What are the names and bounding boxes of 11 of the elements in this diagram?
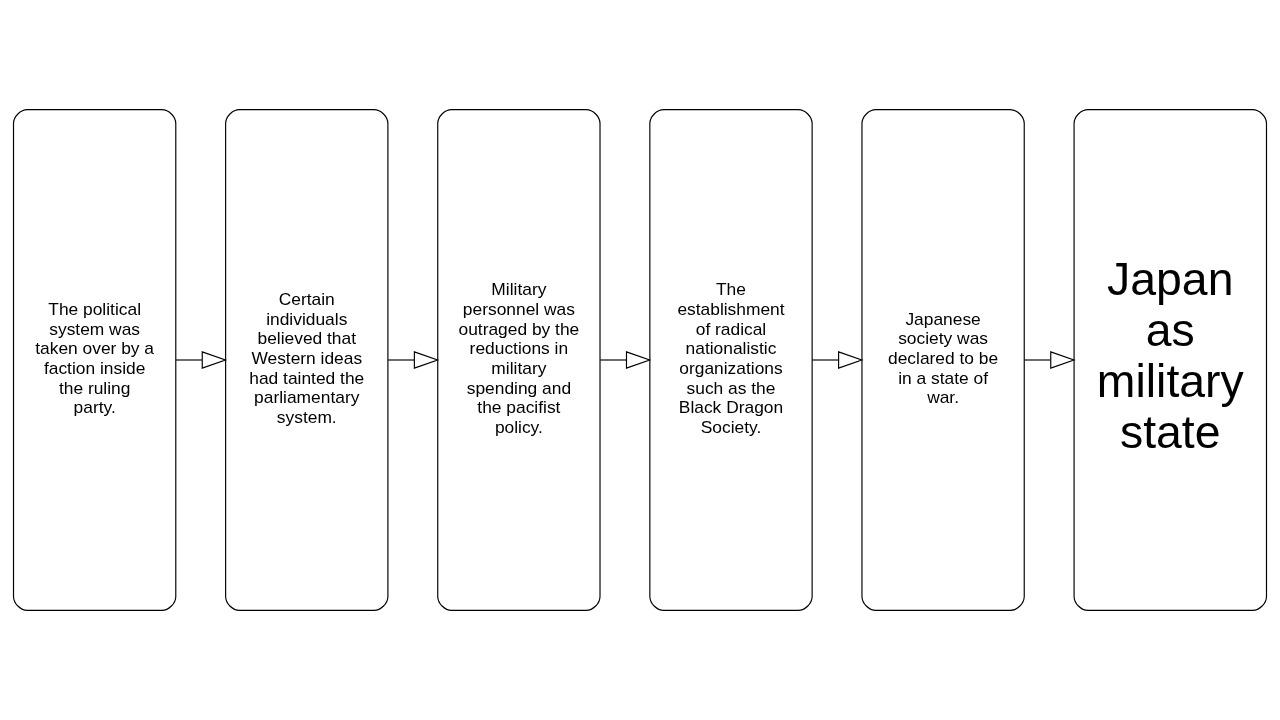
node-box: Certain individuals believed that Western ideas had tainted the parliamentary system. (225, 109, 389, 611)
arrow (387, 351, 440, 369)
node-box: Military personnel was outraged by the reductions in military spending and the pacifist policy. (437, 109, 601, 611)
arrow (175, 351, 228, 369)
arrow (599, 351, 652, 369)
arrow (1023, 351, 1076, 369)
node-box: The establishment of radical nationalistic organizations such as the Black Dragon Society. (649, 109, 813, 611)
arrow (811, 351, 864, 369)
node-box: The political system was taken over by a faction inside the ruling party. (12, 109, 177, 611)
node-box: Japanese society was declared to be in a state of war. (861, 109, 1025, 611)
node-box: Japan as military state (1073, 109, 1268, 611)
